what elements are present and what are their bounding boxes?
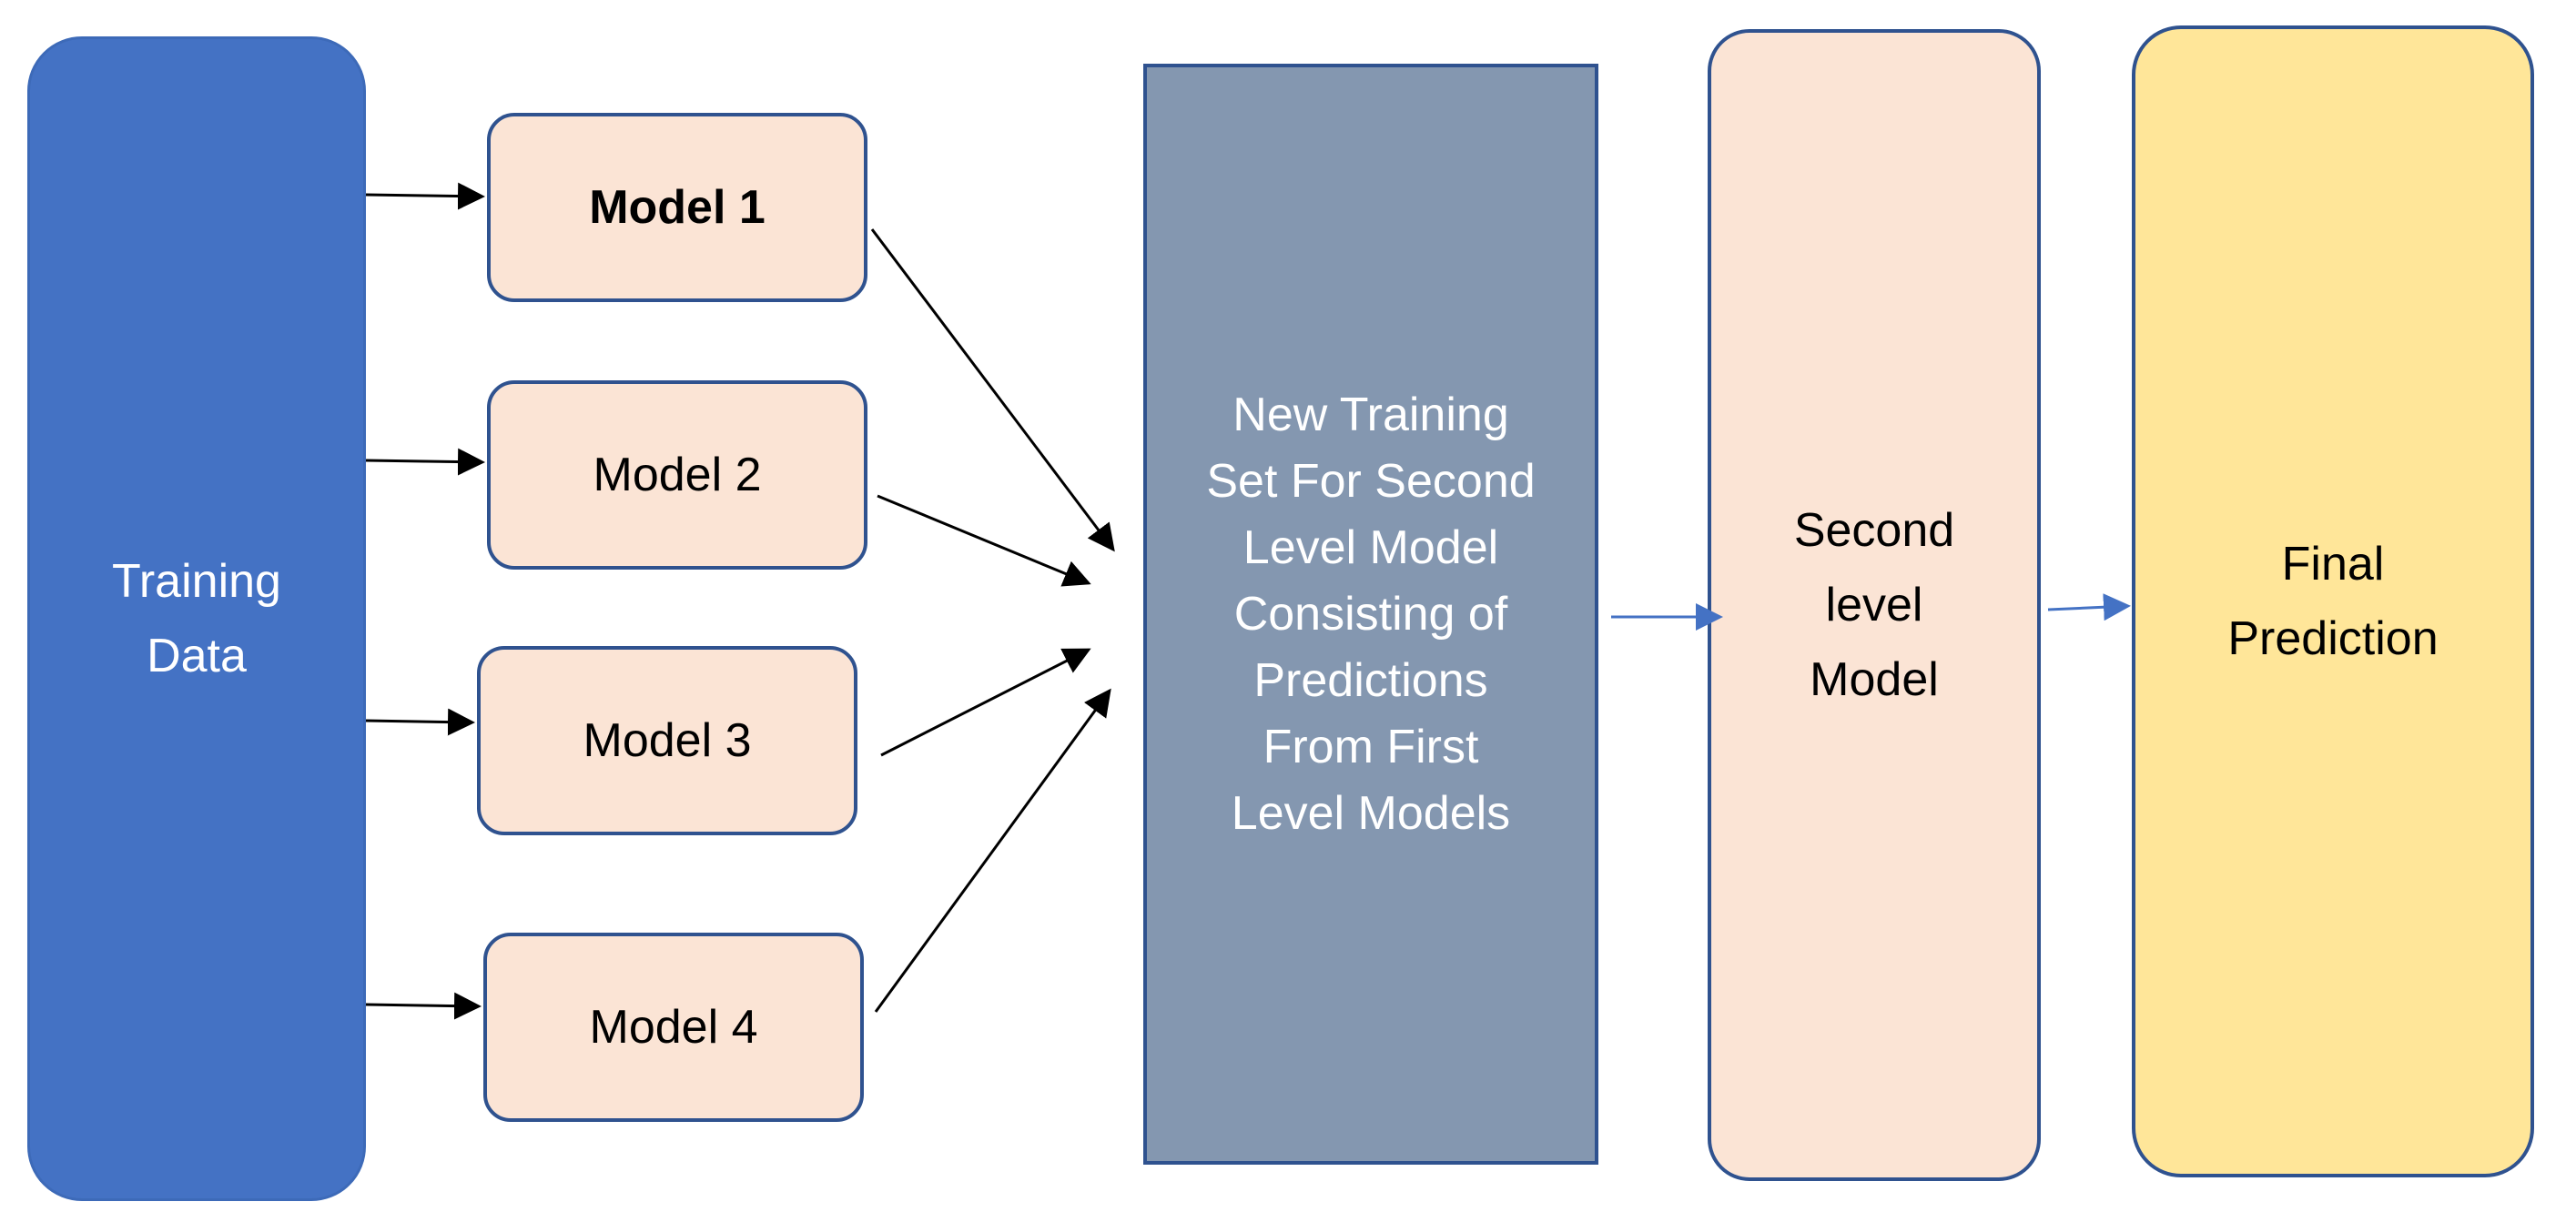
arrow-data-to-model-3 — [365, 708, 475, 736]
model-1-box: Model 1 — [487, 113, 867, 302]
new-training-set-label: New Training Set For Second Level Model … — [1206, 388, 1536, 840]
arrow-data-to-model-2 — [365, 448, 485, 476]
second-level-model-box: Second level Model — [1708, 29, 2041, 1181]
model-4-label: Model 4 — [589, 1001, 758, 1054]
arrow-second-level-to-final — [2047, 593, 2131, 621]
new-training-set-box: New Training Set For Second Level Model … — [1143, 64, 1598, 1165]
final-prediction-box: Final Prediction — [2132, 25, 2534, 1177]
model-2-box: Model 2 — [487, 380, 867, 570]
final-prediction-label: Final Prediction — [2227, 538, 2439, 665]
second-level-model-label: Second level Model — [1793, 504, 1955, 706]
arrow-model-4-to-new-set — [874, 688, 1111, 1013]
arrow-model-3-to-new-set — [880, 648, 1091, 757]
model-1-label: Model 1 — [589, 181, 766, 234]
training-data-box: Training Data — [27, 36, 366, 1201]
arrow-model-2-to-new-set — [877, 494, 1091, 587]
training-data-label: Training Data — [112, 555, 281, 682]
model-4-box: Model 4 — [483, 933, 864, 1122]
arrow-model-1-to-new-set — [870, 228, 1115, 552]
arrow-data-to-model-1 — [365, 182, 485, 210]
arrow-data-to-model-4 — [365, 992, 482, 1020]
model-3-label: Model 3 — [583, 714, 752, 767]
model-3-box: Model 3 — [477, 646, 857, 835]
model-2-label: Model 2 — [593, 449, 762, 501]
